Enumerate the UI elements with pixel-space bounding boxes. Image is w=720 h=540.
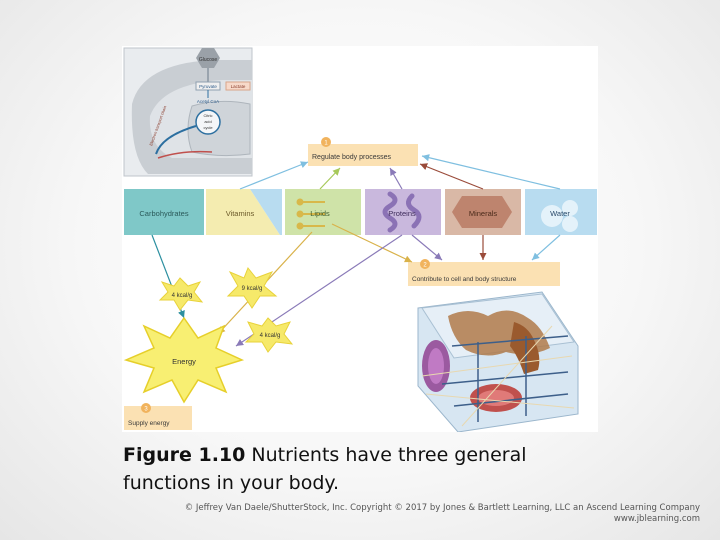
- nutrient-carbohydrates: Carbohydrates: [139, 209, 188, 218]
- copyright-credit: © Jeffrey Van Daele/ShutterStock, Inc. C…: [185, 503, 700, 525]
- kcal-carbs-label: 4 kcal/g: [172, 293, 193, 299]
- energy-label: Energy: [172, 357, 196, 366]
- function-energy: 3 Supply energy: [124, 403, 192, 430]
- kcal-protein-label: 4 kcal/g: [260, 333, 281, 339]
- figure-caption: Figure 1.10 Nutrients have three general…: [123, 441, 543, 497]
- pyruvate-label: Pyruvate: [199, 84, 217, 89]
- diagram-canvas: Glucose Pyruvate Lactate Acetyl CoA Citr…: [122, 46, 598, 432]
- cycle-label-2: acid: [204, 119, 211, 124]
- function-structure: 2 Contribute to cell and body structure: [408, 259, 560, 286]
- cycle-label-3: cycle: [203, 125, 213, 130]
- caption-prefix: Figure 1.10: [123, 444, 245, 466]
- kcal-star-protein: 4 kcal/g: [246, 318, 292, 352]
- nutrient-minerals: Minerals: [469, 209, 498, 218]
- credit-line-1: © Jeffrey Van Daele/ShutterStock, Inc. C…: [185, 503, 700, 514]
- energy-star: Energy: [126, 318, 242, 402]
- nutrient-water: Water: [550, 209, 570, 218]
- nutrient-proteins: Proteins: [388, 209, 416, 218]
- acetyl-coa-label: Acetyl CoA: [197, 99, 219, 104]
- function-regulate: 1 Regulate body processes: [308, 137, 418, 166]
- kcal-star-carbs: 4 kcal/g: [160, 278, 202, 310]
- function-3-label: Supply energy: [128, 420, 170, 427]
- nutrient-vitamins: Vitamins: [226, 209, 255, 218]
- nutrient-lipids: Lipids: [310, 209, 330, 218]
- metabolism-inset: Glucose Pyruvate Lactate Acetyl CoA Citr…: [124, 48, 252, 176]
- function-2-label: Contribute to cell and body structure: [412, 276, 517, 283]
- glucose-label: Glucose: [199, 57, 218, 63]
- nutrient-row: Carbohydrates Vitamins Lipids Proteins M…: [124, 189, 597, 235]
- cell-structure-illustration: [418, 292, 578, 432]
- lactate-label: Lactate: [231, 84, 246, 89]
- cycle-label-1: Citric: [203, 113, 212, 118]
- nutrient-functions-figure: Glucose Pyruvate Lactate Acetyl CoA Citr…: [122, 46, 598, 432]
- credit-line-2: www.jblearning.com: [185, 514, 700, 525]
- function-1-label: Regulate body processes: [312, 154, 391, 161]
- kcal-lipids-label: 9 kcal/g: [242, 286, 263, 292]
- kcal-star-lipids: 9 kcal/g: [228, 268, 276, 308]
